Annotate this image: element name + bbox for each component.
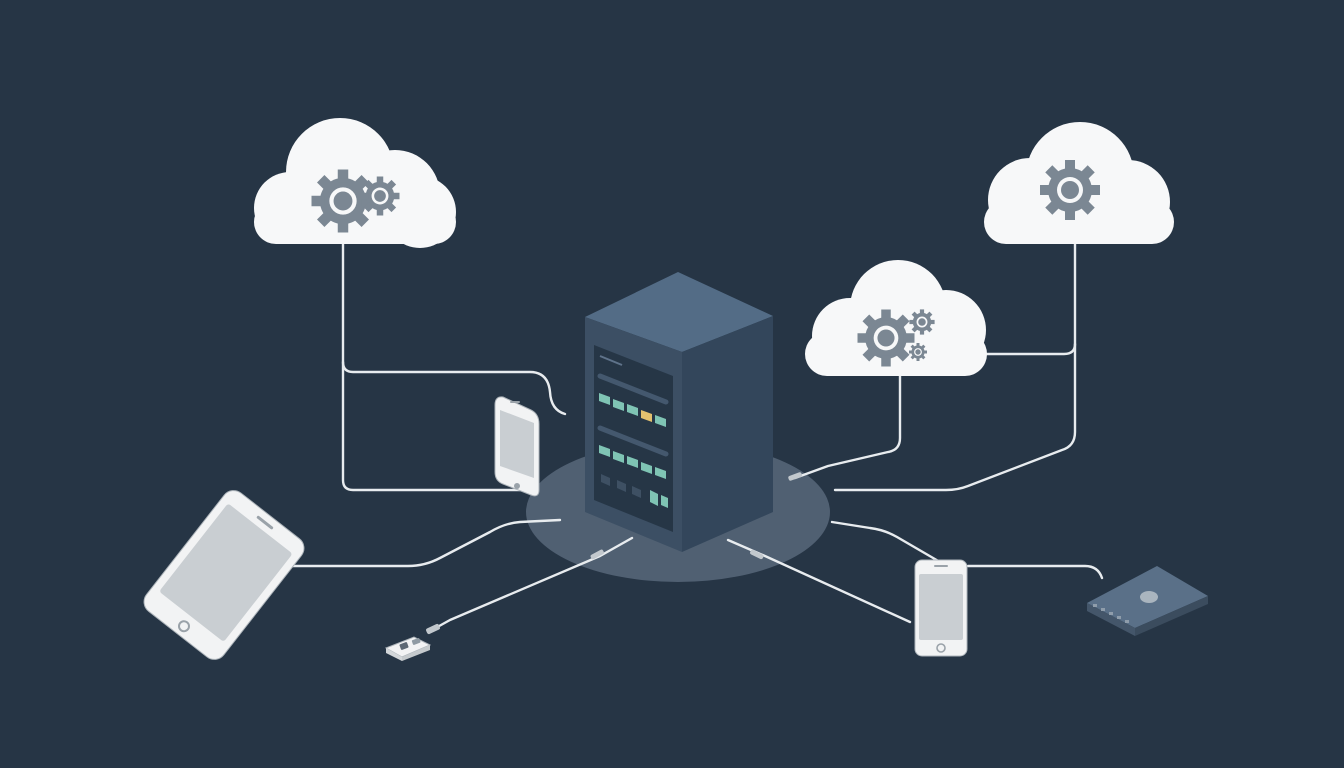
cable-cloud-tr-to-server — [833, 242, 1077, 492]
gear-icon — [857, 309, 915, 367]
cable-cloud-mr-to-server — [793, 374, 902, 480]
usb-dongle — [384, 636, 432, 661]
gear-icon — [909, 309, 935, 335]
cable-cloud-mr-to-tr — [984, 342, 1077, 356]
cable-phone-right-to-hub — [966, 564, 1104, 580]
server-indicator-leds — [597, 355, 669, 508]
gear-icon — [1040, 160, 1100, 220]
gear-icon — [360, 176, 400, 216]
cloud-top-left — [254, 118, 456, 248]
server-top-face — [585, 272, 773, 352]
server-front-panel — [594, 345, 673, 532]
phone-upright-left — [494, 396, 540, 497]
cable-disc-to-phone-right — [830, 520, 942, 564]
network-hub — [1087, 566, 1208, 636]
cloud-top-right — [984, 122, 1174, 244]
gear-icon — [909, 343, 927, 361]
server-side-face — [682, 316, 773, 552]
phone-right — [914, 559, 968, 657]
cable-cloud-tl-to-phone — [341, 360, 522, 492]
gear-icon — [311, 169, 375, 233]
cable-server-to-usb — [430, 536, 634, 632]
cable-server-to-phone-right — [726, 538, 912, 624]
cable-server-to-phone-tilted — [276, 518, 562, 578]
server-tower — [585, 272, 773, 552]
cloud-middle-right — [805, 260, 987, 376]
cable-cloud-tl-to-server — [341, 242, 567, 416]
phone-tilted-left — [143, 490, 305, 660]
cable-connectors — [426, 472, 803, 635]
